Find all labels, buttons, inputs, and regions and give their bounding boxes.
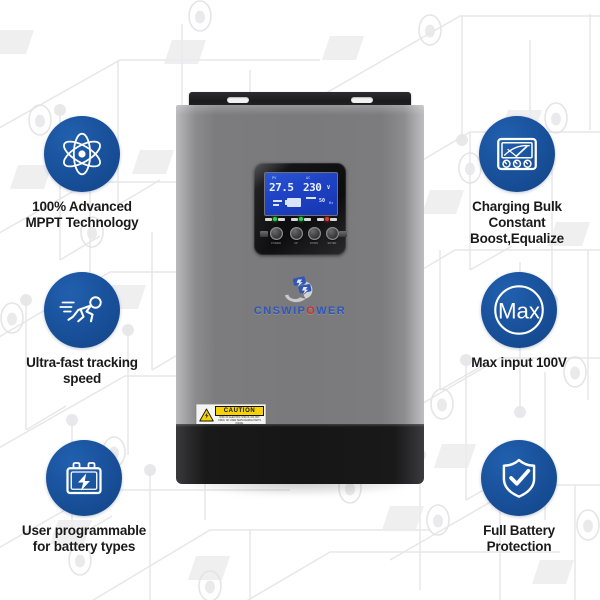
device-base bbox=[176, 424, 424, 484]
panel-tab-right bbox=[339, 231, 347, 237]
brand-logo: CNSWIPOWER bbox=[176, 270, 424, 317]
brand-name-accent: O bbox=[306, 305, 317, 317]
lcd-sub-value: 50 bbox=[319, 198, 326, 204]
led-group-fault bbox=[317, 217, 337, 221]
feature-charging-modes-caption: Charging Bulk Constant Boost,Equalize bbox=[470, 199, 564, 246]
lcd-left-value: 27.5 bbox=[269, 181, 294, 194]
feature-max-input-caption: Max input 100V bbox=[471, 355, 567, 370]
up-button-label: UP bbox=[294, 242, 298, 245]
brand-name-part2: WER bbox=[316, 305, 347, 317]
lcd-battery-icon bbox=[287, 198, 301, 207]
led-ac bbox=[273, 217, 277, 221]
lcd-right-label: AC bbox=[306, 176, 311, 180]
mounting-bracket bbox=[189, 92, 411, 108]
brand-name-part1: CNSWIP bbox=[253, 305, 307, 317]
caution-heading: CAUTION bbox=[215, 406, 264, 416]
device-body: PV 27.5 AC 230 V 50 Hz bbox=[176, 105, 424, 450]
led-bar bbox=[278, 217, 285, 221]
led-bar bbox=[304, 217, 311, 221]
led-bar bbox=[317, 217, 324, 221]
lcd-input-bar2-icon bbox=[273, 204, 279, 206]
running-person-icon bbox=[44, 272, 120, 348]
analog-meter-icon bbox=[479, 116, 555, 192]
logo-mark-icon bbox=[278, 270, 322, 304]
feature-mppt[interactable]: 100% Advanced MPPT Technology bbox=[2, 116, 162, 231]
atom-icon bbox=[44, 116, 120, 192]
power-button[interactable] bbox=[270, 227, 283, 240]
battery-bolt-icon bbox=[46, 440, 122, 516]
lcd-sub-unit: Hz bbox=[329, 201, 334, 205]
led-group-ac bbox=[265, 217, 285, 221]
hazard-triangle-icon bbox=[197, 405, 215, 425]
lcd-display: PV 27.5 AC 230 V 50 Hz bbox=[264, 172, 338, 216]
panel-tab-left bbox=[260, 231, 268, 237]
lcd-battery-terminal-icon bbox=[285, 200, 287, 205]
solar-inverter-device: PV 27.5 AC 230 V 50 Hz bbox=[176, 92, 424, 496]
feature-tracking-speed[interactable]: Ultra-fast tracking speed bbox=[2, 272, 162, 387]
up-button[interactable] bbox=[290, 227, 303, 240]
button-row: POWER UP DOWN ENTER bbox=[260, 227, 347, 245]
feature-battery-protection-caption: Full Battery Protection bbox=[483, 523, 555, 554]
enter-button[interactable] bbox=[326, 227, 339, 240]
feature-max-input[interactable]: Max Max input 100V bbox=[440, 272, 598, 371]
feature-battery-protection[interactable]: Full Battery Protection bbox=[440, 440, 598, 555]
led-bar bbox=[291, 217, 298, 221]
bracket-slot-right bbox=[351, 97, 373, 103]
feature-battery-programmable-caption: User programmable for battery types bbox=[21, 523, 147, 554]
lcd-right-unit: V bbox=[327, 185, 331, 191]
led-bar bbox=[265, 217, 272, 221]
shield-check-icon bbox=[481, 440, 557, 516]
led-charge bbox=[299, 217, 303, 221]
led-indicator-row bbox=[265, 217, 337, 225]
caution-text-block: CAUTION RISK OF ELECTRIC SHOCK. DO NOT O… bbox=[215, 405, 265, 425]
max-circle-icon: Max bbox=[481, 272, 557, 348]
led-fault bbox=[325, 217, 329, 221]
bracket-slot-left bbox=[227, 97, 249, 103]
lcd-right-value: 230 bbox=[303, 181, 322, 194]
enter-button-label: ENTER bbox=[327, 242, 337, 245]
feature-battery-programmable[interactable]: User programmable for battery types bbox=[2, 440, 166, 555]
lcd-left-label: PV bbox=[272, 176, 277, 180]
led-group-charge bbox=[291, 217, 311, 221]
feature-mppt-caption: 100% Advanced MPPT Technology bbox=[25, 199, 139, 230]
lcd-output-bar-icon bbox=[306, 197, 316, 199]
caution-body: RISK OF ELECTRIC SHOCK. DO NOT OPEN. NO … bbox=[218, 417, 261, 425]
svg-text:Max: Max bbox=[498, 299, 540, 324]
feature-charging-modes[interactable]: Charging Bulk Constant Boost,Equalize bbox=[436, 116, 598, 247]
down-button-label: DOWN bbox=[309, 242, 319, 245]
caution-label: CAUTION RISK OF ELECTRIC SHOCK. DO NOT O… bbox=[196, 404, 266, 426]
down-button[interactable] bbox=[308, 227, 321, 240]
power-button-label: POWER bbox=[271, 242, 281, 245]
led-bar bbox=[330, 217, 337, 221]
feature-tracking-speed-caption: Ultra-fast tracking speed bbox=[26, 355, 138, 386]
control-panel: PV 27.5 AC 230 V 50 Hz bbox=[254, 163, 347, 255]
lcd-input-bar-icon bbox=[273, 200, 282, 202]
brand-name: CNSWIPOWER bbox=[176, 305, 424, 317]
